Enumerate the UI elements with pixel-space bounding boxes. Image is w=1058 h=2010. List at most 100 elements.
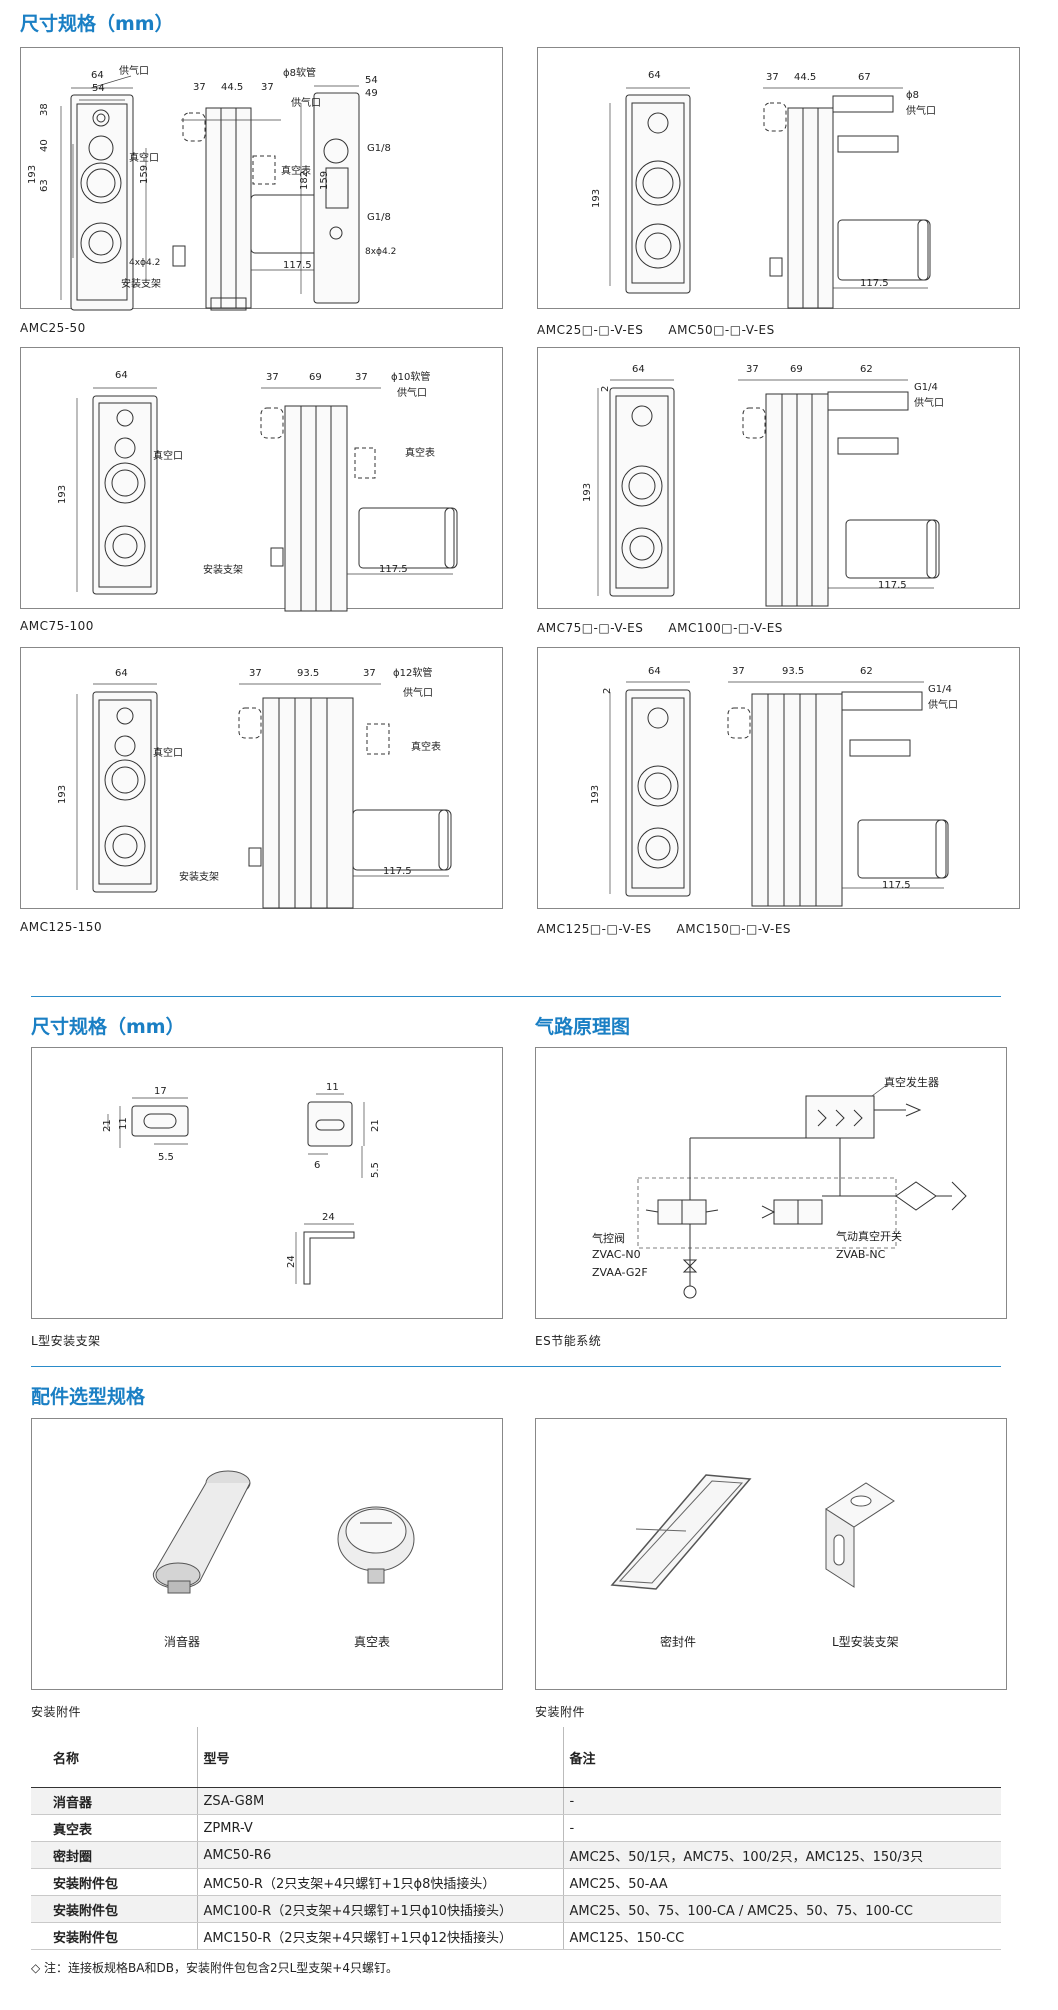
dim-5-5b: 5.5 <box>370 1162 381 1178</box>
cell-remark: AMC25、50、75、100-CA / AMC25、50、75、100-CC <box>562 1895 1001 1923</box>
dim-67: 67 <box>858 72 871 83</box>
divider-1 <box>31 996 1001 997</box>
cell-model: AMC150-R（2只支架+4只螺钉+1只ϕ12快插接头） <box>196 1922 563 1950</box>
table-row: 密封圈 AMC50-R6 AMC25、50/1只，AMC75、100/2只，AM… <box>31 1841 1001 1869</box>
dim-37a: 37 <box>266 372 279 383</box>
acc-panel-left: 消音器 真空表 <box>31 1418 503 1690</box>
dim-21a: 21 <box>102 1119 113 1132</box>
pneumatic-diagram: 真空发生器 气控阀 ZVAC-N0 ZVAA-G2F 气动真空开关 ZVAB-N… <box>592 1075 967 1299</box>
cell-model: ZPMR-V <box>196 1814 563 1842</box>
caption-acc-right: 安装附件 <box>535 1705 586 1719</box>
dim-37b: 37 <box>261 82 274 93</box>
label-tube12: ϕ12软管 <box>393 666 432 679</box>
cell-model: AMC100-R（2只支架+4只螺钉+1只ϕ10快插接头） <box>196 1895 563 1923</box>
dim-193: 193 <box>591 189 602 208</box>
dim-40: 40 <box>39 139 50 152</box>
dims-title-2: 尺寸规格（mm） <box>31 1016 185 1038</box>
drawing-panel-amc125-150: 64 193 真空口 37 93.5 37 ϕ12软管 供气口 真空表 安装支架… <box>20 647 503 909</box>
caption-bracket: L型安装支架 <box>31 1334 101 1348</box>
caption-amc125-es: AMC125□-□-V-ES AMC150□-□-V-ES <box>537 922 792 936</box>
label-pilot-model-1: ZVAC-N0 <box>592 1248 641 1261</box>
dim-21b: 21 <box>370 1119 381 1132</box>
dim-64: 64 <box>115 668 128 679</box>
dim-117-5: 117.5 <box>379 564 408 575</box>
dim-62: 62 <box>860 364 873 375</box>
label-vacuum-gauge: 真空表 <box>405 446 435 459</box>
dim-37: 37 <box>746 364 759 375</box>
dim-193: 193 <box>57 485 68 504</box>
caption-amc75-es: AMC75□-□-V-ES AMC100□-□-V-ES <box>537 621 783 635</box>
pneumatic-panel: 真空发生器 气控阀 ZVAC-N0 ZVAA-G2F 气动真空开关 ZVAB-N… <box>535 1047 1007 1319</box>
dim-69: 69 <box>309 372 322 383</box>
drawing-panel-amc75-es: 64 2 193 37 69 62 G1/4 供气口 117.5 <box>537 347 1020 609</box>
drawing-amc75-100: 64 193 真空口 37 69 37 ϕ10软管 供气口 真空表 安装支架 1… <box>57 370 458 612</box>
dim-37b: 37 <box>363 668 376 679</box>
accessory-spec-table: 名称 型号 备注 消音器 ZSA-G8M - 真空表 ZPMR-V - 密封圈 … <box>31 1727 1001 1950</box>
acc-panel-right: 密封件 L型安装支架 <box>535 1418 1007 1690</box>
dim-193: 193 <box>582 483 593 502</box>
dim-24b: 24 <box>286 1255 297 1268</box>
dim-62: 62 <box>860 666 873 677</box>
label-bracket: 安装支架 <box>179 870 219 883</box>
dim-54: 54 <box>92 83 105 94</box>
acc-illustrations-left <box>152 1470 415 1594</box>
label-switch: 气动真空开关 <box>836 1229 902 1243</box>
dim-2: 2 <box>600 386 611 392</box>
table-row: 安装附件包 AMC150-R（2只支架+4只螺钉+1只ϕ12快插接头） AMC1… <box>31 1922 1001 1950</box>
cell-name: 安装附件包 <box>31 1895 197 1923</box>
dim-2: 2 <box>602 688 613 694</box>
dim-37: 37 <box>766 72 779 83</box>
acc-title: 配件选型规格 <box>31 1386 146 1408</box>
divider-2 <box>31 1366 1001 1367</box>
label-supply: 供气口 <box>914 396 944 409</box>
caption-acc-left: 安装附件 <box>31 1705 82 1719</box>
th-model: 型号 <box>196 1727 563 1788</box>
dim-159-rear: 159 <box>319 171 330 190</box>
drawing-panel-amc75-100: 64 193 真空口 37 69 37 ϕ10软管 供气口 真空表 安装支架 1… <box>20 347 503 612</box>
dim-182: 182 <box>299 171 310 190</box>
label-supply: 供气口 <box>928 698 958 711</box>
table-header-row: 名称 型号 备注 <box>31 1727 1001 1788</box>
bracket-drawing: 17 21 11 5.5 11 21 6 5.5 24 24 <box>102 1082 381 1285</box>
label-vacuum-gauge: 真空表 <box>411 740 441 753</box>
dim-63: 63 <box>39 179 50 192</box>
label-vacuum-port: 真空口 <box>153 449 183 462</box>
table-row: 安装附件包 AMC100-R（2只支架+4只螺钉+1只ϕ10快插接头） AMC2… <box>31 1895 1001 1923</box>
dim-64: 64 <box>648 666 661 677</box>
label-vacuum-port: 真空口 <box>153 746 183 759</box>
th-remark: 备注 <box>562 1727 1001 1788</box>
label-holes-8: 8xϕ4.2 <box>365 247 396 257</box>
label-switch-model: ZVAB-NC <box>836 1248 886 1261</box>
caption-amc125-150: AMC125-150 <box>20 920 103 934</box>
dim-64: 64 <box>91 70 104 81</box>
label-g14: G1/4 <box>928 684 952 695</box>
label-phi8: ϕ8 <box>906 90 919 101</box>
dim-5-5a: 5.5 <box>158 1152 174 1163</box>
acc-lbracket: L型安装支架 <box>832 1635 899 1649</box>
dim-193: 193 <box>590 785 601 804</box>
dim-93-5: 93.5 <box>297 668 319 679</box>
drawing-amc125-es: 64 2 193 37 93.5 62 G1/4 供气口 117.5 <box>590 666 958 907</box>
cell-name: 密封圈 <box>31 1841 197 1869</box>
drawing-amc75-es: 64 2 193 37 69 62 G1/4 供气口 117.5 <box>582 364 944 607</box>
dim-193: 193 <box>57 785 68 804</box>
label-holes-4: 4xϕ4.2 <box>129 258 160 268</box>
dim-37a: 37 <box>249 668 262 679</box>
acc-seal: 密封件 <box>660 1635 697 1649</box>
dim-117-5: 117.5 <box>878 580 907 591</box>
caption-es: ES节能系统 <box>535 1334 602 1348</box>
label-g18-b: G1/8 <box>367 212 391 223</box>
dim-117-5: 117.5 <box>860 278 889 289</box>
cell-name: 消音器 <box>31 1787 197 1815</box>
caption-amc25-50: AMC25-50 <box>20 321 86 335</box>
cell-remark: AMC125、150-CC <box>562 1922 1001 1950</box>
dim-37b: 37 <box>355 372 368 383</box>
th-name: 名称 <box>31 1727 197 1788</box>
cell-remark: AMC25、50-AA <box>562 1868 1001 1896</box>
dim-117-5: 117.5 <box>283 260 312 271</box>
label-supply-2: 供气口 <box>291 96 321 109</box>
dim-37a: 37 <box>193 82 206 93</box>
cell-model: AMC50-R（2只支架+4只螺钉+1只ϕ8快插接头） <box>196 1868 563 1896</box>
dim-159: 159 <box>139 165 150 184</box>
label-supply: 供气口 <box>906 104 936 117</box>
